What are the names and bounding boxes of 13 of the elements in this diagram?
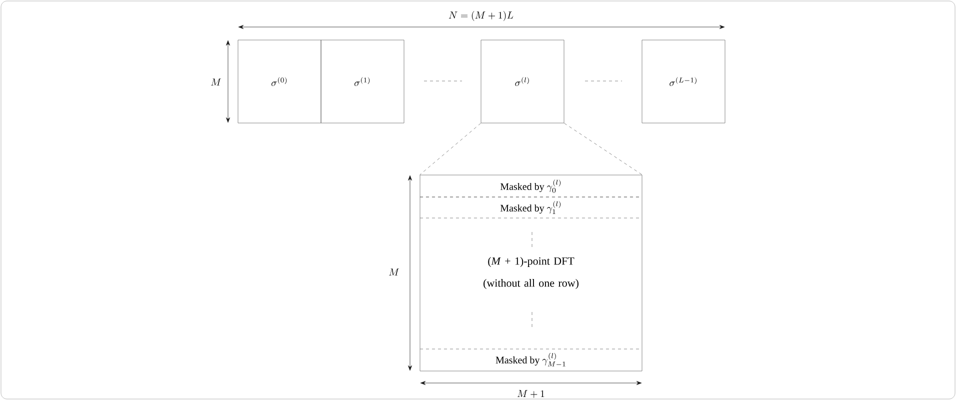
block-box: $\sigma^{(1)}$ — [320, 40, 404, 124]
masked-band: $\text{Masked by }\gamma_0^{(l)}$ — [420, 179, 642, 198]
block-box: $\sigma^{(L-1)}$ — [642, 40, 726, 124]
dimension-label: $M+1$ — [517, 390, 544, 398]
zoom-line — [420, 123, 481, 175]
dimension-label: $M$ — [389, 268, 400, 276]
dimension-label: $N = (M+1)L$ — [448, 11, 514, 22]
dimension-label: $M$ — [211, 78, 222, 86]
block-box: $\sigma^{(0)}$ — [238, 40, 322, 124]
zoom-line — [564, 123, 642, 175]
block-box: $\sigma^{(l)}$ — [480, 40, 564, 124]
masked-band: $\text{Masked by }\gamma_1^{(l)}$ — [420, 200, 642, 218]
masked-band: $\text{Masked by }\gamma_{M-1}^{(l)}$ — [420, 348, 642, 366]
